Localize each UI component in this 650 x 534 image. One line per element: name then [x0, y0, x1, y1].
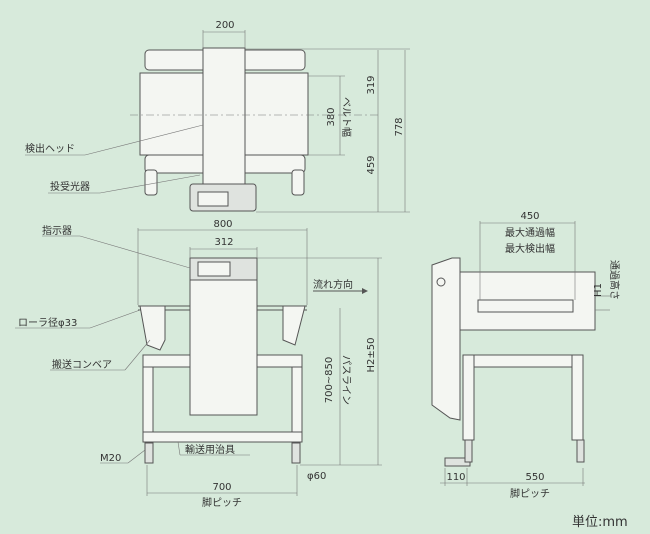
frame-side	[462, 354, 584, 368]
dim-width: 450	[520, 211, 539, 222]
display-screen	[197, 191, 229, 207]
leg	[144, 169, 158, 196]
dim-passline: 700~850	[324, 357, 335, 404]
dim-offset: 110	[446, 472, 465, 483]
side-view: 450 最大通過幅 最大検出幅 H1 通過高さ 110 550 脚ピッチ	[431, 211, 621, 500]
foot-right	[291, 442, 301, 464]
conveyor-end-left	[139, 305, 166, 351]
dim-total-depth: 778	[394, 117, 405, 136]
pass-height-label: 通過高さ	[608, 260, 621, 300]
leg	[291, 169, 305, 196]
dim-upper: 319	[366, 75, 377, 94]
dim-head-width: 200	[215, 20, 234, 31]
label-m20: M20	[100, 453, 121, 464]
indicator-side	[431, 257, 461, 421]
dim-belt: 380	[326, 107, 337, 126]
max-pass-width: 最大通過幅	[505, 226, 555, 239]
dim-leg-pitch: 700	[212, 482, 231, 493]
label-jig: 輸送用治具	[185, 443, 235, 456]
max-detect-width: 最大検出幅	[505, 242, 555, 255]
foot	[464, 439, 473, 463]
top-view: 200 319 380 ベルト幅 778 459 検出ヘッド 投受光器	[25, 20, 410, 213]
passline-label: パスライン	[340, 355, 352, 405]
conveyor-end-right	[282, 305, 306, 346]
transport-jig	[142, 431, 303, 443]
label-sensor: 投受光器	[50, 180, 90, 193]
dim-total-width: 800	[213, 219, 232, 230]
dim-leg-pitch: 550	[525, 472, 544, 483]
indicator-screen	[197, 261, 231, 277]
label-roller: ローラ径φ33	[18, 316, 77, 329]
conveyor-side	[477, 299, 574, 313]
leg-pitch-label: 脚ピッチ	[510, 487, 550, 500]
label-indicator: 指示器	[42, 224, 72, 237]
detection-head	[202, 47, 246, 185]
dim-lower: 459	[366, 155, 377, 174]
leg-pitch-label: 脚ピッチ	[202, 496, 242, 509]
front-view: 800 312 指示器 流れ方向 ローラ径φ33 搬送コンベア 700~850 …	[15, 219, 382, 509]
dim-foot: φ60	[307, 471, 326, 482]
label-conveyor: 搬送コンベア	[52, 358, 112, 371]
belt-width-label: ベルト幅	[340, 97, 353, 137]
leg	[571, 354, 584, 441]
label-head: 検出ヘッド	[25, 142, 75, 155]
flow-direction-label: 流れ方向	[313, 278, 353, 291]
foot	[576, 439, 585, 463]
leg	[462, 354, 475, 441]
detection-head	[189, 279, 258, 416]
unit-label: 単位:mm	[572, 514, 628, 530]
dim-h1: H1	[593, 283, 604, 297]
foot-left	[144, 442, 154, 464]
dim-head-width: 312	[214, 237, 233, 248]
dim-height: H2±50	[366, 338, 377, 373]
